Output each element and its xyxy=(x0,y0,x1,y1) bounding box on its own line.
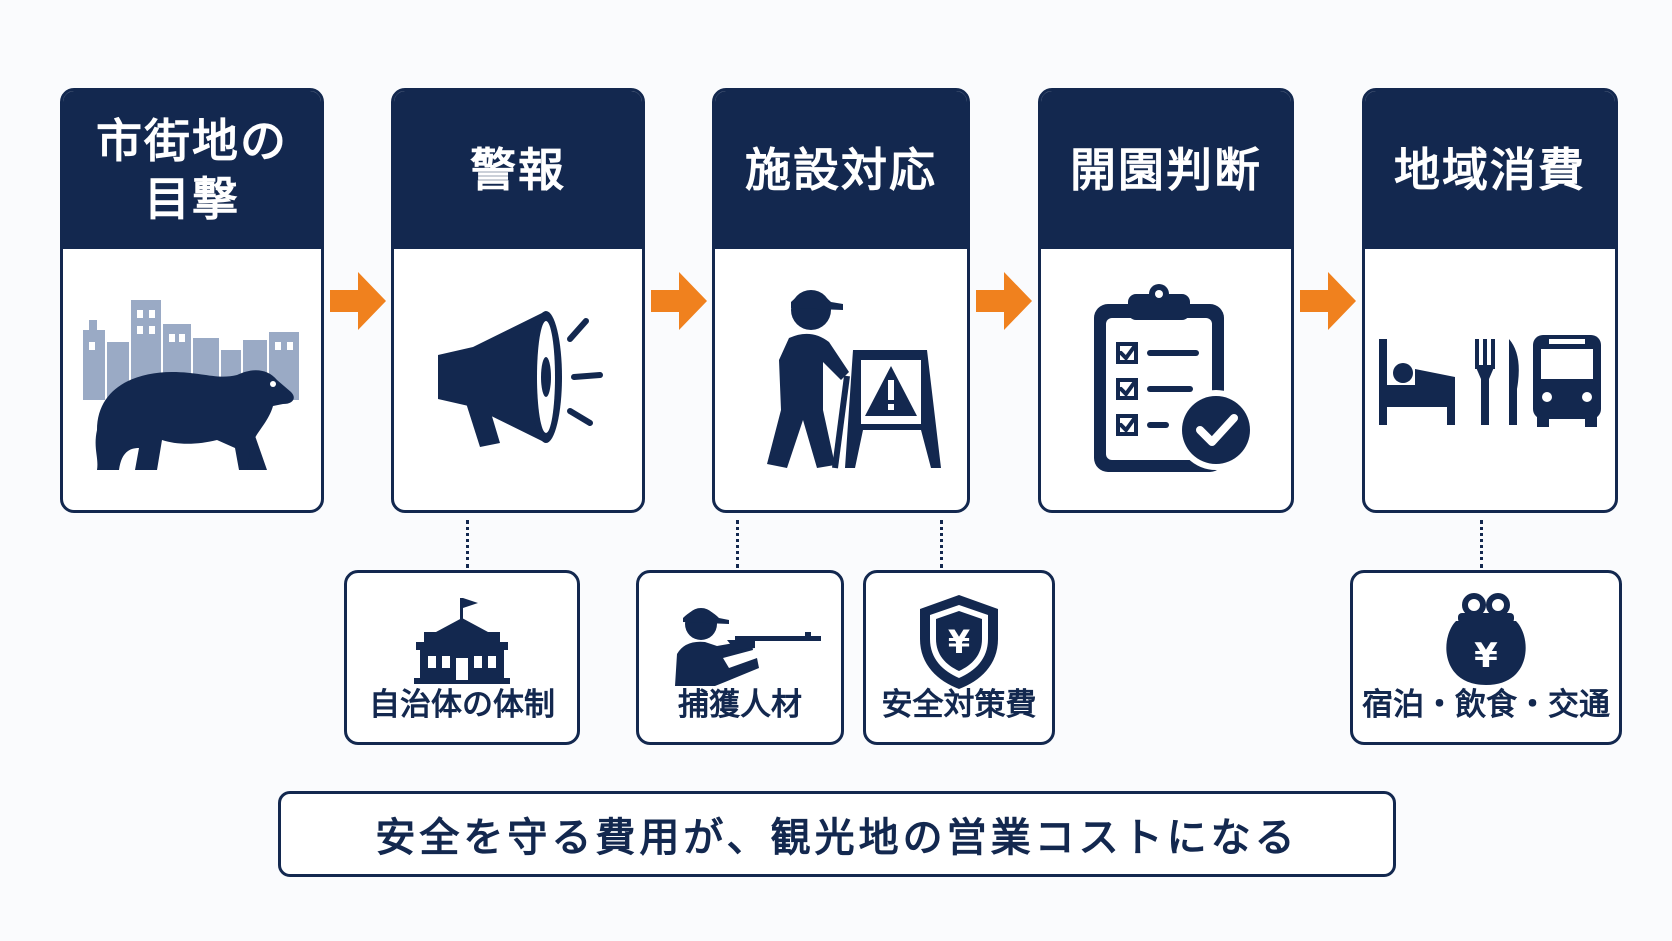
arrow-right-icon xyxy=(976,272,1032,330)
arrow-right-icon xyxy=(330,272,386,330)
step-title-line: 目撃 xyxy=(144,172,240,226)
step-opening-decision: 開園判断 xyxy=(1038,88,1294,513)
yen-purse-icon: ¥ xyxy=(1353,591,1619,691)
cost-item-label: 捕獲人材 xyxy=(678,687,802,723)
step-title: 警報 xyxy=(394,91,642,249)
cost-item-hunter: 捕獲人材 xyxy=(636,570,844,745)
step-facility-response: 施設対応 xyxy=(712,88,970,513)
connector-line xyxy=(1480,520,1483,568)
arrow-right-icon xyxy=(1300,272,1356,330)
step-sighting: 市街地の目撃 xyxy=(60,88,324,513)
step-title: 開園判断 xyxy=(1041,91,1291,249)
megaphone-icon xyxy=(394,249,642,510)
connector-line xyxy=(940,520,943,568)
summary-banner: 安全を守る費用が、観光地の営業コストになる xyxy=(278,791,1396,877)
step-title-line: 市街地の xyxy=(96,114,288,168)
municipal-building-icon xyxy=(347,591,577,691)
bed-dining-bus-icon xyxy=(1365,249,1615,510)
connector-line xyxy=(466,520,469,568)
svg-text:¥: ¥ xyxy=(1474,636,1498,676)
cost-item-label: 安全対策費 xyxy=(881,687,1037,723)
step-local-consumption: 地域消費 xyxy=(1362,88,1618,513)
arrow-right-icon xyxy=(651,272,707,330)
svg-text:¥: ¥ xyxy=(948,623,970,661)
cost-item-consumption: ¥ 宿泊・飲食・交通 xyxy=(1350,570,1622,745)
bear-city-icon xyxy=(63,249,321,510)
step-title: 市街地の目撃 xyxy=(63,91,321,249)
cost-item-label: 宿泊・飲食・交通 xyxy=(1362,687,1610,723)
clipboard-check-icon xyxy=(1041,249,1291,510)
step-title: 地域消費 xyxy=(1365,91,1615,249)
cost-item-safety: ¥ 安全対策費 xyxy=(863,570,1055,745)
worker-warning-sign-icon xyxy=(715,249,967,510)
cost-item-label: 自治体の体制 xyxy=(369,687,555,723)
step-alert: 警報 xyxy=(391,88,645,513)
step-title: 施設対応 xyxy=(715,91,967,249)
cost-item-municipal: 自治体の体制 xyxy=(344,570,580,745)
hunter-icon xyxy=(639,591,841,691)
connector-line xyxy=(736,520,739,568)
yen-shield-icon: ¥ xyxy=(866,591,1052,691)
